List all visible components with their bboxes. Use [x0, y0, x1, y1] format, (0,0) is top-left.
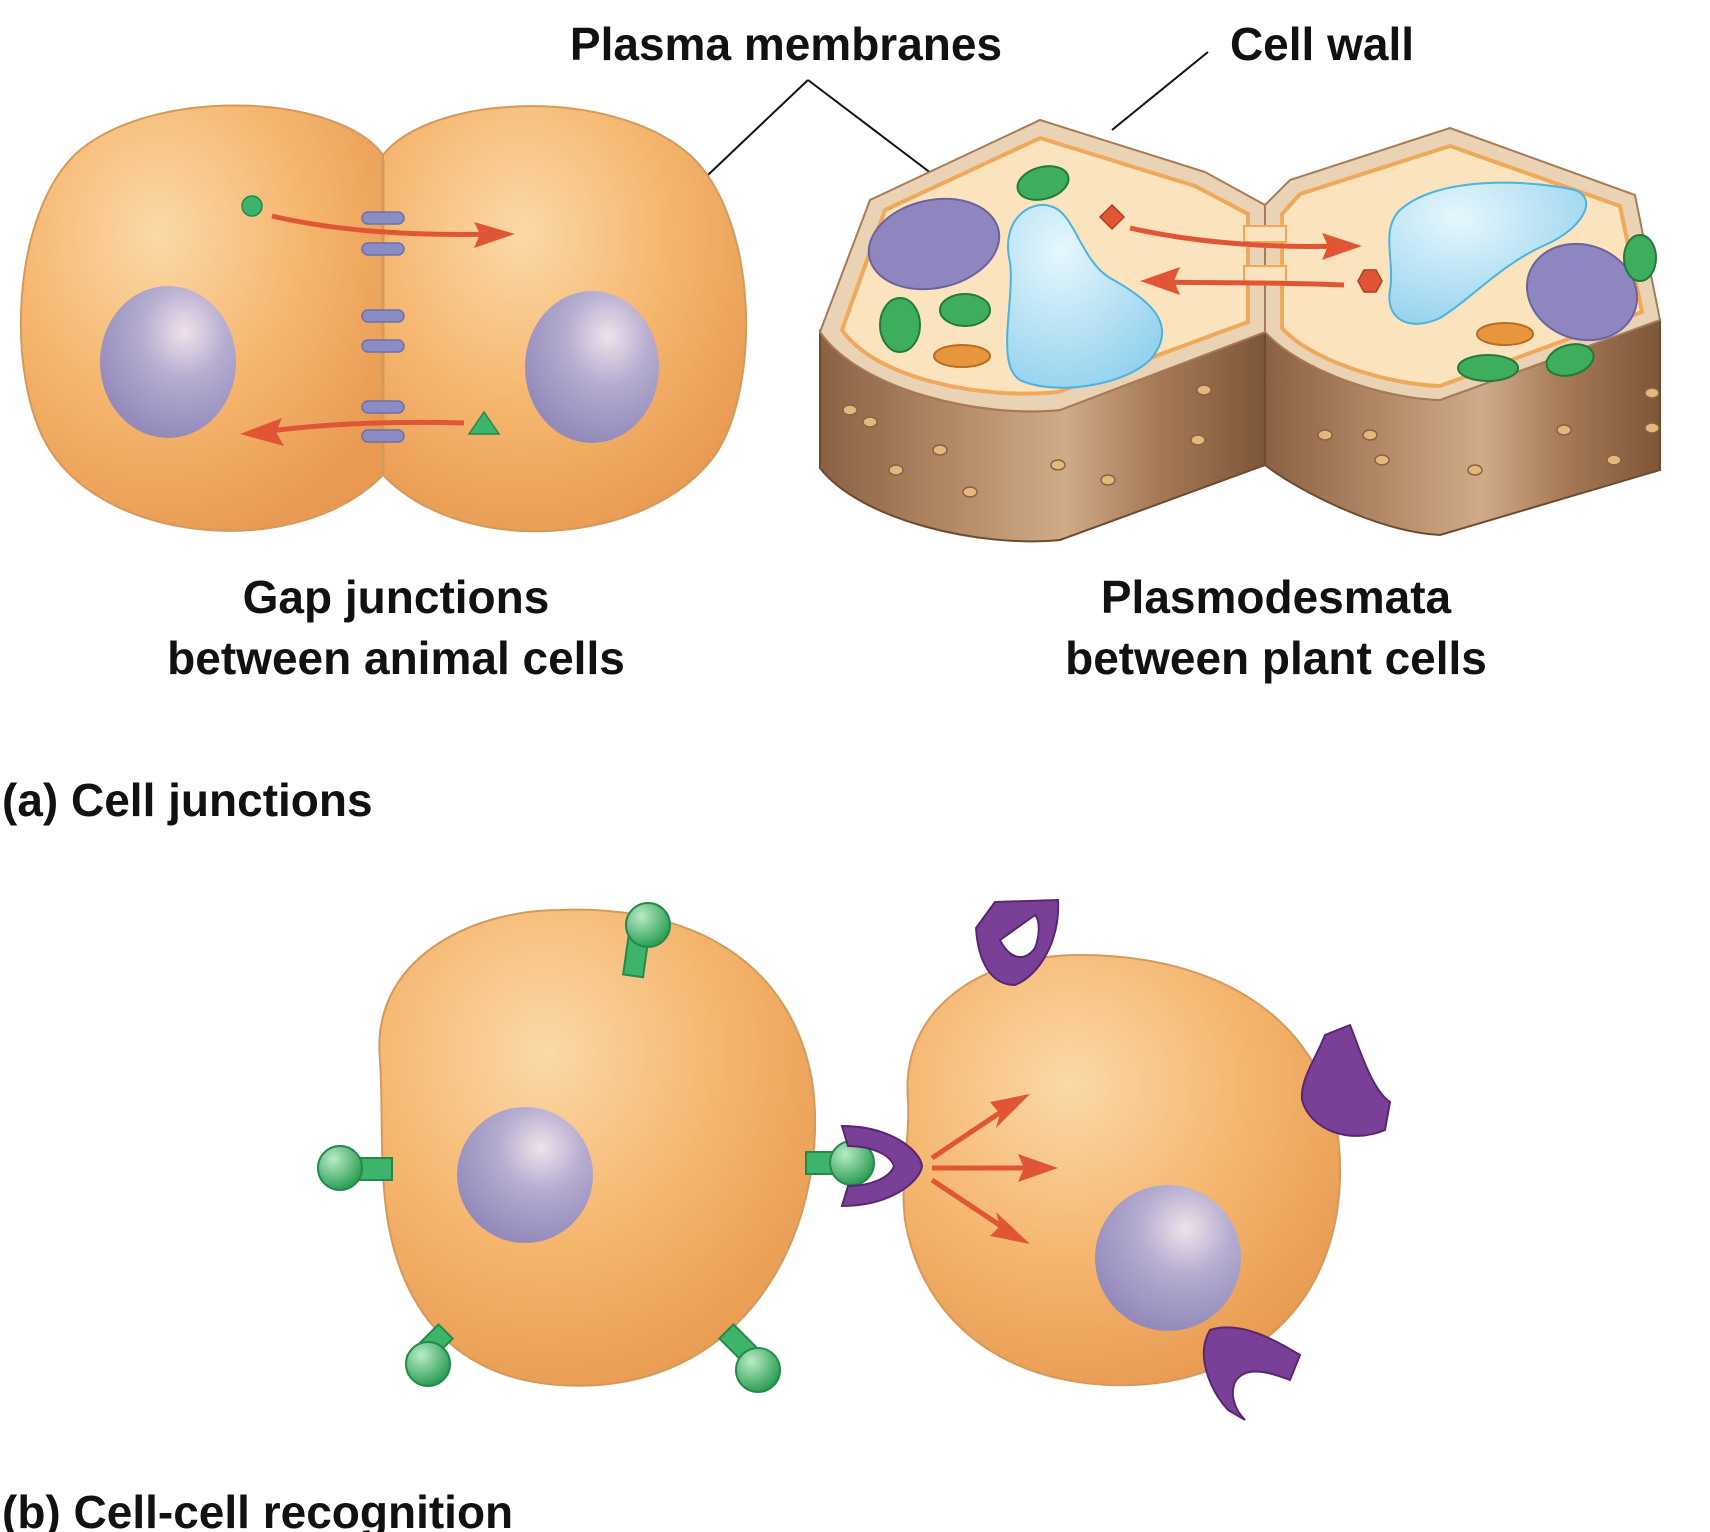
purple-cup-receptor-icon [840, 1124, 924, 1208]
panel-a-caption: (a) Cell junctions [2, 774, 373, 826]
label-gap-junctions-line2: between animal cells [167, 632, 625, 684]
arrowhead [1322, 233, 1362, 260]
chloroplast [879, 297, 921, 353]
green-sphere-molecule-icon [241, 195, 263, 217]
label-plasma-membranes: Plasma membranes [570, 18, 1002, 70]
green-knob-surface-protein-icon [405, 1322, 455, 1387]
leader-line-cell-wall [1111, 51, 1209, 131]
label-plasmodesmata-line2: between plant cells [1065, 632, 1487, 684]
gap-junction-channel [361, 400, 405, 414]
green-knob-surface-protein-icon [717, 1322, 781, 1393]
animal-nucleus-left [100, 286, 236, 438]
green-knob-proteins [317, 902, 875, 1393]
red-hexagon-molecule-icon [1357, 269, 1383, 293]
animal-cells-gap-junctions [19, 104, 748, 533]
gap-junction-channel [361, 339, 405, 353]
plant-nucleus-right [1525, 242, 1639, 342]
arrowhead [474, 222, 515, 248]
arrowhead [990, 1212, 1030, 1244]
central-vacuole-right [1388, 181, 1588, 325]
chloroplast [939, 293, 991, 327]
chloroplasts-right [1457, 234, 1657, 382]
gap-junction-channel [361, 309, 405, 323]
arrowhead [1018, 1154, 1058, 1182]
red-diamond-molecule-icon [1098, 203, 1126, 231]
labels: Plasma membranes Cell wall Gap junctions… [2, 18, 1487, 1532]
chloroplast [1457, 354, 1519, 382]
purple-cup-receptor-icon [1202, 1326, 1302, 1421]
leader-line-animal-membrane [689, 79, 809, 193]
plasmodesma-arrow-right [1129, 225, 1341, 249]
label-plasmodesmata-line1: Plasmodesmata [1101, 571, 1452, 623]
plasmodesma [1243, 265, 1287, 283]
leader-line-plant-membrane [807, 79, 949, 187]
green-knob-surface-protein-icon [622, 902, 671, 979]
gap-junction-channel [361, 242, 405, 256]
signal-arrows [930, 1107, 1030, 1231]
mitochondrion [1476, 322, 1534, 346]
arrowhead [240, 418, 284, 446]
gap-junction-channels [361, 211, 405, 443]
arrowhead [1140, 267, 1180, 295]
panel-b-caption: (b) Cell-cell recognition [2, 1486, 513, 1532]
gap-junction-arrow-right [271, 213, 493, 237]
plasmodesma [1243, 225, 1287, 243]
animal-nucleus-right [525, 291, 659, 443]
chloroplast [1623, 234, 1657, 282]
plasmodesma-arrow-left [1161, 279, 1345, 288]
plant-cells-plasmodesmata [818, 118, 1662, 543]
recognition-cell-left [378, 908, 816, 1387]
leader-lines [689, 51, 1209, 193]
recognition-nucleus-left [457, 1107, 593, 1243]
gap-junction-arrow-left [261, 419, 465, 435]
green-knob-surface-protein-icon [805, 1140, 875, 1186]
gap-junction-channel [361, 429, 405, 443]
chloroplasts-left [879, 165, 1070, 353]
plasmodesmata-channels [1243, 225, 1287, 283]
label-gap-junctions-line1: Gap junctions [243, 571, 550, 623]
cell-wall-pits [842, 384, 1660, 498]
label-cell-wall: Cell wall [1230, 18, 1414, 70]
plant-nucleus-left [867, 197, 1001, 291]
arrowhead [990, 1094, 1030, 1128]
recognition-nucleus-right [1095, 1185, 1241, 1331]
chloroplast [1016, 165, 1070, 201]
purple-cup-receptor-icon [1300, 1023, 1392, 1137]
purple-cup-receptors [840, 898, 1392, 1421]
mitochondrion [933, 344, 991, 368]
central-vacuole-left [1006, 204, 1164, 389]
cell-recognition-illustration [317, 898, 1392, 1421]
purple-cup-receptor-icon [974, 898, 1060, 987]
chloroplast [1545, 343, 1595, 377]
green-triangle-molecule-icon [467, 410, 501, 435]
gap-junction-channel [361, 211, 405, 225]
green-knob-surface-protein-icon [317, 1145, 393, 1191]
signal-arrowheads [990, 1094, 1058, 1244]
